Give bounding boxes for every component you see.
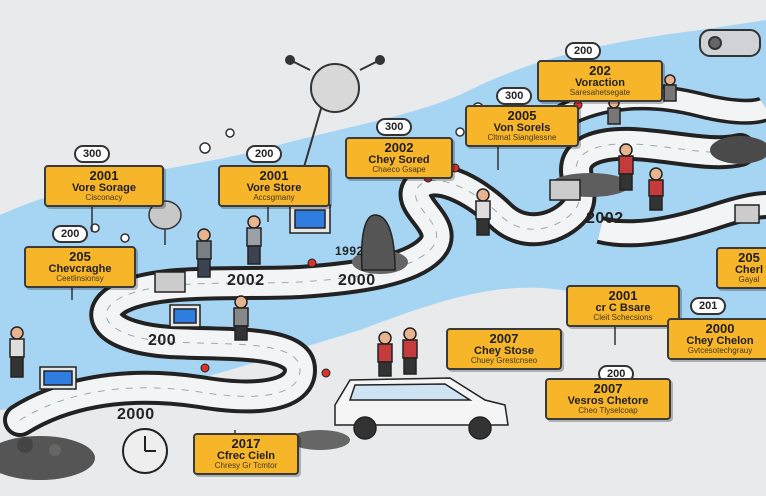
- label-sub: Cheo Tlyselcoap: [578, 406, 638, 416]
- person: [377, 331, 393, 377]
- person: [9, 326, 25, 378]
- winding-road: [3, 126, 757, 437]
- label-year: 2001: [608, 288, 638, 303]
- timeline-label: 205 Cherl Gayal: [716, 247, 766, 289]
- label-sub: Accsgmany: [253, 193, 295, 203]
- person: [402, 327, 418, 375]
- label-year: 205: [738, 250, 760, 265]
- bubble: 300: [496, 87, 533, 105]
- person: [607, 97, 621, 125]
- label-sub: Gayal: [738, 275, 760, 285]
- balloon: [148, 200, 182, 245]
- rocket: [699, 29, 761, 57]
- car: [334, 377, 509, 440]
- person: [648, 167, 664, 211]
- label-title: Von Sorels: [493, 121, 551, 134]
- label-sub: Gvtcesotechgrauy: [687, 346, 753, 356]
- label-title: Voraction: [575, 76, 625, 89]
- bubble: 200: [52, 225, 89, 243]
- bubble: 300: [376, 118, 413, 136]
- label-sub: Chuey Grestcnseo: [470, 356, 538, 366]
- bubble: 201: [690, 297, 727, 315]
- person: [618, 143, 634, 191]
- person: [233, 295, 249, 341]
- road-year: 200: [148, 332, 177, 349]
- label-title: Cfrec Cieln: [216, 449, 276, 462]
- label-year: 2002: [384, 140, 414, 155]
- label-year: 2001: [259, 168, 289, 183]
- label-sub: Saresahetsegate: [569, 88, 631, 98]
- label-year: 2001: [89, 168, 119, 183]
- label-sub: Cisconacy: [85, 193, 123, 203]
- timeline-label: 2005 Von Sorels Cltmat Sianglessne: [465, 105, 579, 147]
- timeline-label: 2001 cr C Bsare Cleit Schecsions: [566, 285, 680, 327]
- clock: [122, 428, 168, 474]
- bubble: 200: [246, 145, 283, 163]
- timeline-label: 205 Chevcraghe Ceetlinsionsy: [24, 246, 136, 288]
- label-sub: Ceetlinsionsy: [56, 274, 104, 284]
- road-year: 2002: [227, 272, 265, 289]
- people: [9, 74, 677, 378]
- label-title: Chey Sored: [368, 153, 430, 166]
- label-year: 2017: [231, 436, 261, 451]
- bubble: 200: [565, 42, 602, 60]
- label-title: Chey Stose: [474, 344, 534, 357]
- label-title: Chey Chelon: [686, 334, 754, 347]
- bubble: 300: [74, 145, 111, 163]
- label-sub: Cltmat Sianglessne: [487, 133, 557, 143]
- label-year: 205: [69, 249, 91, 264]
- timeline-label: 2001 Vore Sorage Cisconacy: [44, 165, 164, 207]
- road-year: 1992: [335, 244, 364, 258]
- label-year: 2007: [489, 331, 519, 346]
- label-title: Chevcraghe: [48, 262, 112, 275]
- label-sub: Chresy Gr Tcmtor: [214, 461, 278, 471]
- road-year: 2002: [586, 210, 624, 227]
- timeline-label: 2000 Chey Chelon Gvtcesotechgrauy: [667, 318, 766, 360]
- timeline-label: 2002 Chey Sored Chaeco Gsape: [345, 137, 453, 179]
- person: [196, 228, 212, 278]
- road-year: 2000: [338, 272, 376, 289]
- road-upper: [553, 84, 766, 130]
- computers: [39, 179, 760, 390]
- label-sub: Chaeco Gsape: [372, 165, 426, 175]
- road-year: 2000: [117, 406, 155, 423]
- person: [475, 188, 491, 236]
- label-title: cr C Bsare: [595, 301, 651, 314]
- timeline-label: 2017 Cfrec Cieln Chresy Gr Tcmtor: [193, 433, 299, 475]
- label-title: Vesros Chetore: [567, 394, 649, 407]
- label-title: Vore Sorage: [72, 181, 136, 194]
- label-title: Vore Store: [246, 181, 302, 194]
- label-year: 2005: [507, 108, 537, 123]
- label-year: 2007: [593, 381, 623, 396]
- decor-circles: [90, 102, 484, 243]
- timeline-label: 2007 Vesros Chetore Cheo Tlyselcoap: [545, 378, 671, 420]
- label-year: 202: [589, 63, 611, 78]
- label-title: Cherl: [734, 263, 764, 276]
- timeline-label: 202 Voraction Saresahetsegate: [537, 60, 663, 102]
- timeline-label: 2007 Chey Stose Chuey Grestcnseo: [446, 328, 562, 370]
- person: [246, 215, 262, 265]
- label-sub: Cleit Schecsions: [593, 313, 653, 323]
- person: [663, 74, 677, 102]
- hooded-figure: [360, 214, 396, 271]
- satellite-probe: [285, 55, 385, 216]
- label-year: 2000: [705, 321, 735, 336]
- timeline-label: 2001 Vore Store Accsgmany: [218, 165, 330, 207]
